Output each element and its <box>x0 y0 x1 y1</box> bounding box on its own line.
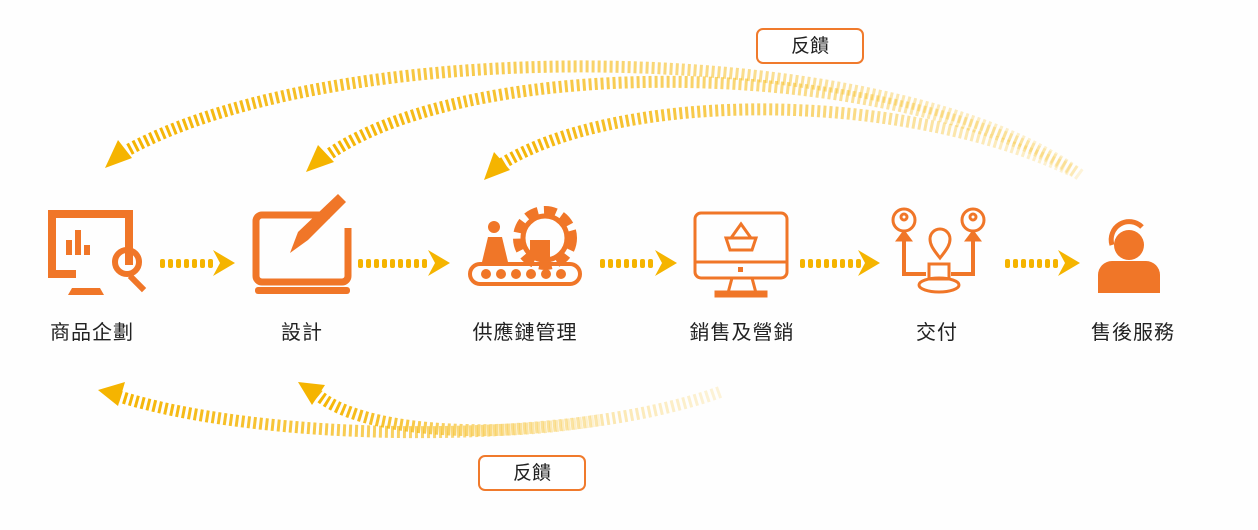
arrowhead-icon <box>298 382 325 405</box>
feedback-arc-bottom <box>113 386 723 439</box>
step-label-sales-marketing: 銷售及營銷 <box>689 320 795 344</box>
step-label-delivery: 交付 <box>916 320 958 344</box>
arrowhead-icon <box>428 250 450 276</box>
step-label-supply-chain: 供應鏈管理 <box>472 320 578 344</box>
arrowhead-icon <box>484 152 510 180</box>
forward-arrow <box>160 250 235 276</box>
step-label-planning: 商品企劃 <box>50 320 134 344</box>
forward-arrow <box>800 250 880 276</box>
monitor-basket-icon <box>693 211 789 298</box>
gear-conveyor-icon <box>468 206 582 286</box>
monitor-chart-search-icon <box>48 210 147 295</box>
feedback-label-top: 反饋 <box>756 28 864 64</box>
forward-arrow <box>358 250 450 276</box>
delivery-location-icon <box>891 207 986 294</box>
step-label-after-sales: 售後服務 <box>1091 320 1175 344</box>
feedback-arc-to-design <box>324 75 1079 178</box>
arrowhead-icon <box>213 250 235 276</box>
headset-agent-icon <box>1098 219 1160 293</box>
forward-arrow <box>1005 250 1080 276</box>
laptop-pen-icon <box>252 194 352 294</box>
forward-arrow <box>600 250 677 276</box>
arrowhead-icon <box>1058 250 1080 276</box>
step-label-design: 設計 <box>281 320 323 344</box>
feedback-arc-bottom-design <box>314 390 601 437</box>
arrowhead-icon <box>306 145 334 172</box>
feedback-label-bottom: 反饋 <box>478 455 586 491</box>
arrowhead-icon <box>105 140 132 168</box>
arrowhead-icon <box>858 250 880 276</box>
arrowhead-icon <box>655 250 677 276</box>
arrowhead-icon <box>98 382 125 406</box>
feedback-arc-to-supply <box>496 103 1073 176</box>
